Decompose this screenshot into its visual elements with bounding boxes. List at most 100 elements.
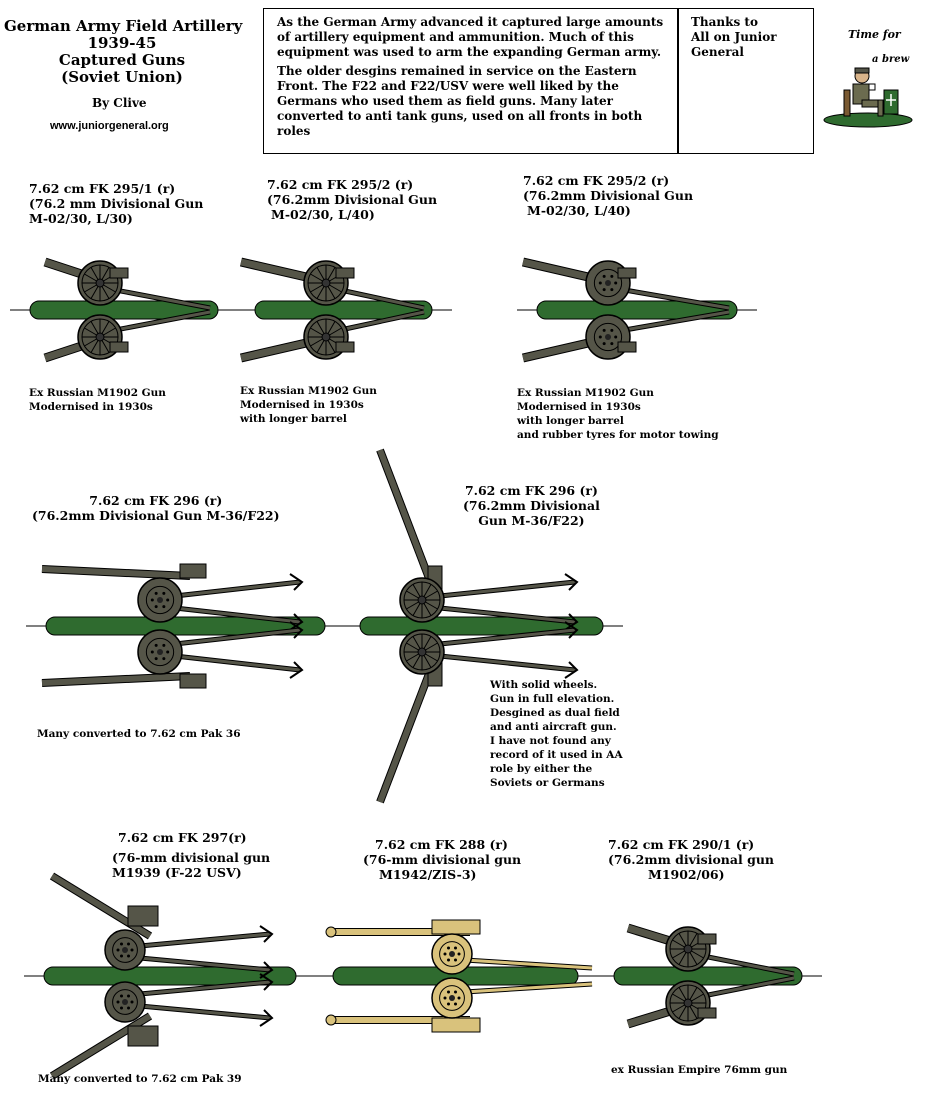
- gun-4-bottom-wheel-bolt: [162, 643, 166, 647]
- gun-8-top-trail: [692, 952, 795, 976]
- gun-7-top-wheel-bolt: [454, 946, 457, 950]
- gun-4-bottom-wheel-bolt: [166, 650, 170, 654]
- thanks-line-1: Thanks to: [691, 15, 758, 29]
- gun-5-bottom-barrel: [377, 664, 435, 804]
- gun-8-base: [613, 966, 803, 986]
- gun-3-top-wheel-bolt: [610, 288, 614, 292]
- gun-4-bottom-trail: [174, 654, 301, 672]
- gun-4-title: 7.62 cm FK 296 (r)(76.2mm Divisional Gun…: [32, 493, 280, 523]
- gun-4-top-wheel-bolt: [154, 591, 158, 595]
- gun-4-top-wheel-bolt: [162, 591, 166, 595]
- gun-6-top-wheel-bolt: [127, 954, 130, 958]
- gun-6-bottom-wheel-hub: [122, 999, 128, 1005]
- gun-6-bottom-trail: [139, 980, 271, 996]
- gun-6-bottom-wheel-bolt: [127, 1006, 130, 1010]
- gun-3-bottom-wheel-bolt: [614, 335, 618, 339]
- gun-3-bottom-wheel-bolt: [610, 328, 614, 332]
- gun-6-top-trail: [139, 932, 271, 948]
- gun-1-top-wheel-hub: [95, 278, 105, 288]
- gun-4-top-wheel-hub: [157, 597, 163, 603]
- gun-4-top-trail: [174, 606, 301, 624]
- gun-5-top-barrel: [377, 448, 435, 588]
- gun-3-bottom-wheel-hub: [605, 334, 611, 340]
- gun-4-bottom-barrel: [41, 673, 191, 686]
- website-link[interactable]: www.juniorgeneral.org: [50, 120, 169, 132]
- gun-4-base: [45, 616, 326, 636]
- gun-4-note: Many converted to 7.62 cm Pak 36: [37, 728, 241, 740]
- gun-5-bottom-spade: [564, 621, 579, 639]
- gun-4-top-trail: [174, 580, 301, 598]
- gun-5-top-trail: [439, 606, 576, 624]
- gun-3-bottom-wheel-bolt: [602, 342, 606, 346]
- gun-6-bottom-wheel-bolt: [127, 994, 130, 998]
- gun-7-top-wheel-bolt: [447, 958, 450, 962]
- gun-5-bottom-wheel-hub: [417, 647, 427, 657]
- gun-8-top-shield: [697, 933, 717, 945]
- gun-7-bottom-wheel-hub: [449, 995, 455, 1001]
- gun-5-bottom-trail: [439, 654, 576, 672]
- gun-6-top-trail: [139, 956, 271, 972]
- gun-8-bottom-shield: [697, 1007, 717, 1019]
- gun-6-top-spade: [259, 961, 274, 979]
- gun-4-top-wheel-bolt: [154, 605, 158, 609]
- gun-4-top-wheel-bolt: [162, 605, 166, 609]
- gun-1-bottom-shield: [109, 341, 129, 353]
- gun-7-bottom-wheel-bolt: [454, 1002, 457, 1006]
- gun-6-top-wheel-bolt: [130, 948, 134, 952]
- thanks-box: Thanks to All on Junior General: [678, 8, 814, 154]
- gun-8-note: ex Russian Empire 76mm gun: [611, 1064, 788, 1076]
- gun-6-bottom-wheel-bolt: [130, 1000, 134, 1004]
- gun-4-bottom-wheel-rim: [145, 637, 175, 667]
- gun-3-top-wheel-rim: [593, 268, 623, 298]
- gun-6-base: [43, 966, 297, 986]
- gun-7-top-muzzle: [325, 926, 337, 938]
- gun-4-bottom-trail: [174, 628, 301, 646]
- thanks-line-2: All on Junior: [691, 30, 777, 44]
- gun-5-top-spade: [564, 573, 579, 591]
- gun-4-bottom-spade: [289, 661, 304, 679]
- gun-5-note: With solid wheels.Gun in full elevation.…: [490, 679, 623, 789]
- intro-paragraph-2: The older desgins remained in service on…: [277, 64, 643, 138]
- gun-1-base: [29, 300, 219, 320]
- gun-3-bottom-wheel-rim: [593, 322, 623, 352]
- gun-7-bottom-wheel-bolt: [457, 996, 461, 1000]
- gun-5-top-spade: [564, 613, 579, 631]
- gun-6-top-wheel-bolt: [120, 954, 123, 958]
- gun-7-top-wheel-bolt: [454, 958, 457, 962]
- gun-4-top-wheel-bolt: [150, 598, 154, 602]
- gun-4-top-cradle: [179, 563, 207, 579]
- gun-3-bottom-shield: [617, 341, 637, 353]
- gun-2-title: 7.62 cm FK 295/2 (r)(76.2mm Divisional G…: [267, 177, 438, 222]
- gun-3-bottom-wheel-bolt: [610, 342, 614, 346]
- gun-7-bottom-wheel-bolt: [447, 990, 450, 994]
- gun-4-bottom-wheel-bolt: [154, 657, 158, 661]
- gun-7-top-trail: [464, 958, 593, 970]
- gun-7-top-wheel-bolt: [457, 952, 461, 956]
- gun-7-bottom-wheel-bolt: [447, 1002, 450, 1006]
- gun-6-bottom-trail: [139, 1004, 271, 1020]
- gun-7-bottom-trail: [464, 982, 593, 994]
- gun-6-top-wheel-bolt: [120, 942, 123, 946]
- gun-7-top-shield: [431, 919, 481, 935]
- gun-6-top-spade: [259, 925, 274, 943]
- gun-5-top-wheel-hub: [417, 595, 427, 605]
- gun-3-top-wheel-bolt: [614, 281, 618, 285]
- gun-2-top-shield: [335, 267, 355, 279]
- sheet-title: German Army Field Artillery 1939-45 Capt…: [4, 17, 243, 86]
- gun-4-top-spade: [289, 613, 304, 631]
- gun-7-bottom-muzzle: [325, 1014, 337, 1026]
- intro-paragraph-1: As the German Army advanced it captured …: [277, 15, 664, 59]
- gun-6-bottom-wheel-bolt: [120, 1006, 123, 1010]
- gun-1-title: 7.62 cm FK 295/1 (r)(76.2 mm Divisional …: [29, 181, 204, 226]
- gun-7-bottom-shield: [431, 1017, 481, 1033]
- gun-3-bottom-trail: [612, 310, 730, 334]
- gun-6-note: Many converted to 7.62 cm Pak 39: [38, 1073, 242, 1085]
